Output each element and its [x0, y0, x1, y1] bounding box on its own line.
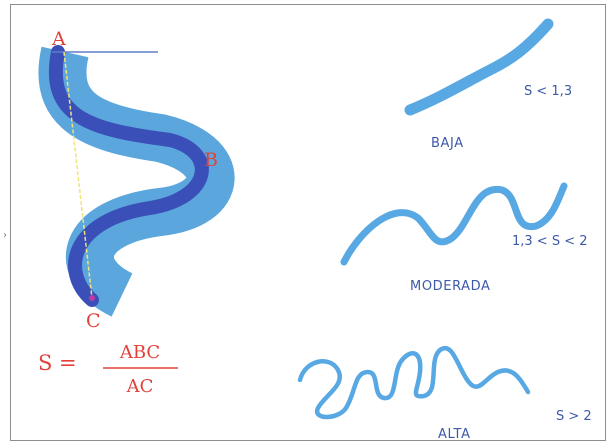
- formula-numerator: ABC: [119, 342, 160, 363]
- sample-high-sinuosity: S > 2 ALTA: [300, 348, 592, 442]
- point-b-label: B: [204, 149, 218, 171]
- low-condition-label: S < 1,3: [524, 84, 572, 99]
- point-c-label: C: [86, 310, 101, 332]
- high-category-label: ALTA: [438, 427, 471, 442]
- sample-moderate-sinuosity: 1,3 < S < 2 MODERADA: [344, 186, 588, 294]
- sample-moderate-stroke: [344, 186, 564, 262]
- high-condition-label: S > 2: [556, 409, 592, 424]
- meander-outer-band: [62, 52, 210, 295]
- sample-high-stroke: [300, 348, 528, 417]
- low-category-label: BAJA: [431, 136, 464, 151]
- stray-mark: ›: [3, 230, 7, 241]
- sinuosity-formula: S = ABC AC: [38, 342, 178, 397]
- formula-denominator: AC: [126, 376, 154, 397]
- meander-illustration: [52, 52, 211, 301]
- point-a-label: A: [51, 28, 66, 50]
- formula-lhs: S =: [38, 351, 77, 375]
- sample-low-sinuosity: S < 1,3 BAJA: [410, 24, 572, 151]
- endpoint-c-marker: [89, 295, 95, 301]
- moderate-condition-label: 1,3 < S < 2: [512, 234, 588, 249]
- moderate-category-label: MODERADA: [410, 279, 491, 294]
